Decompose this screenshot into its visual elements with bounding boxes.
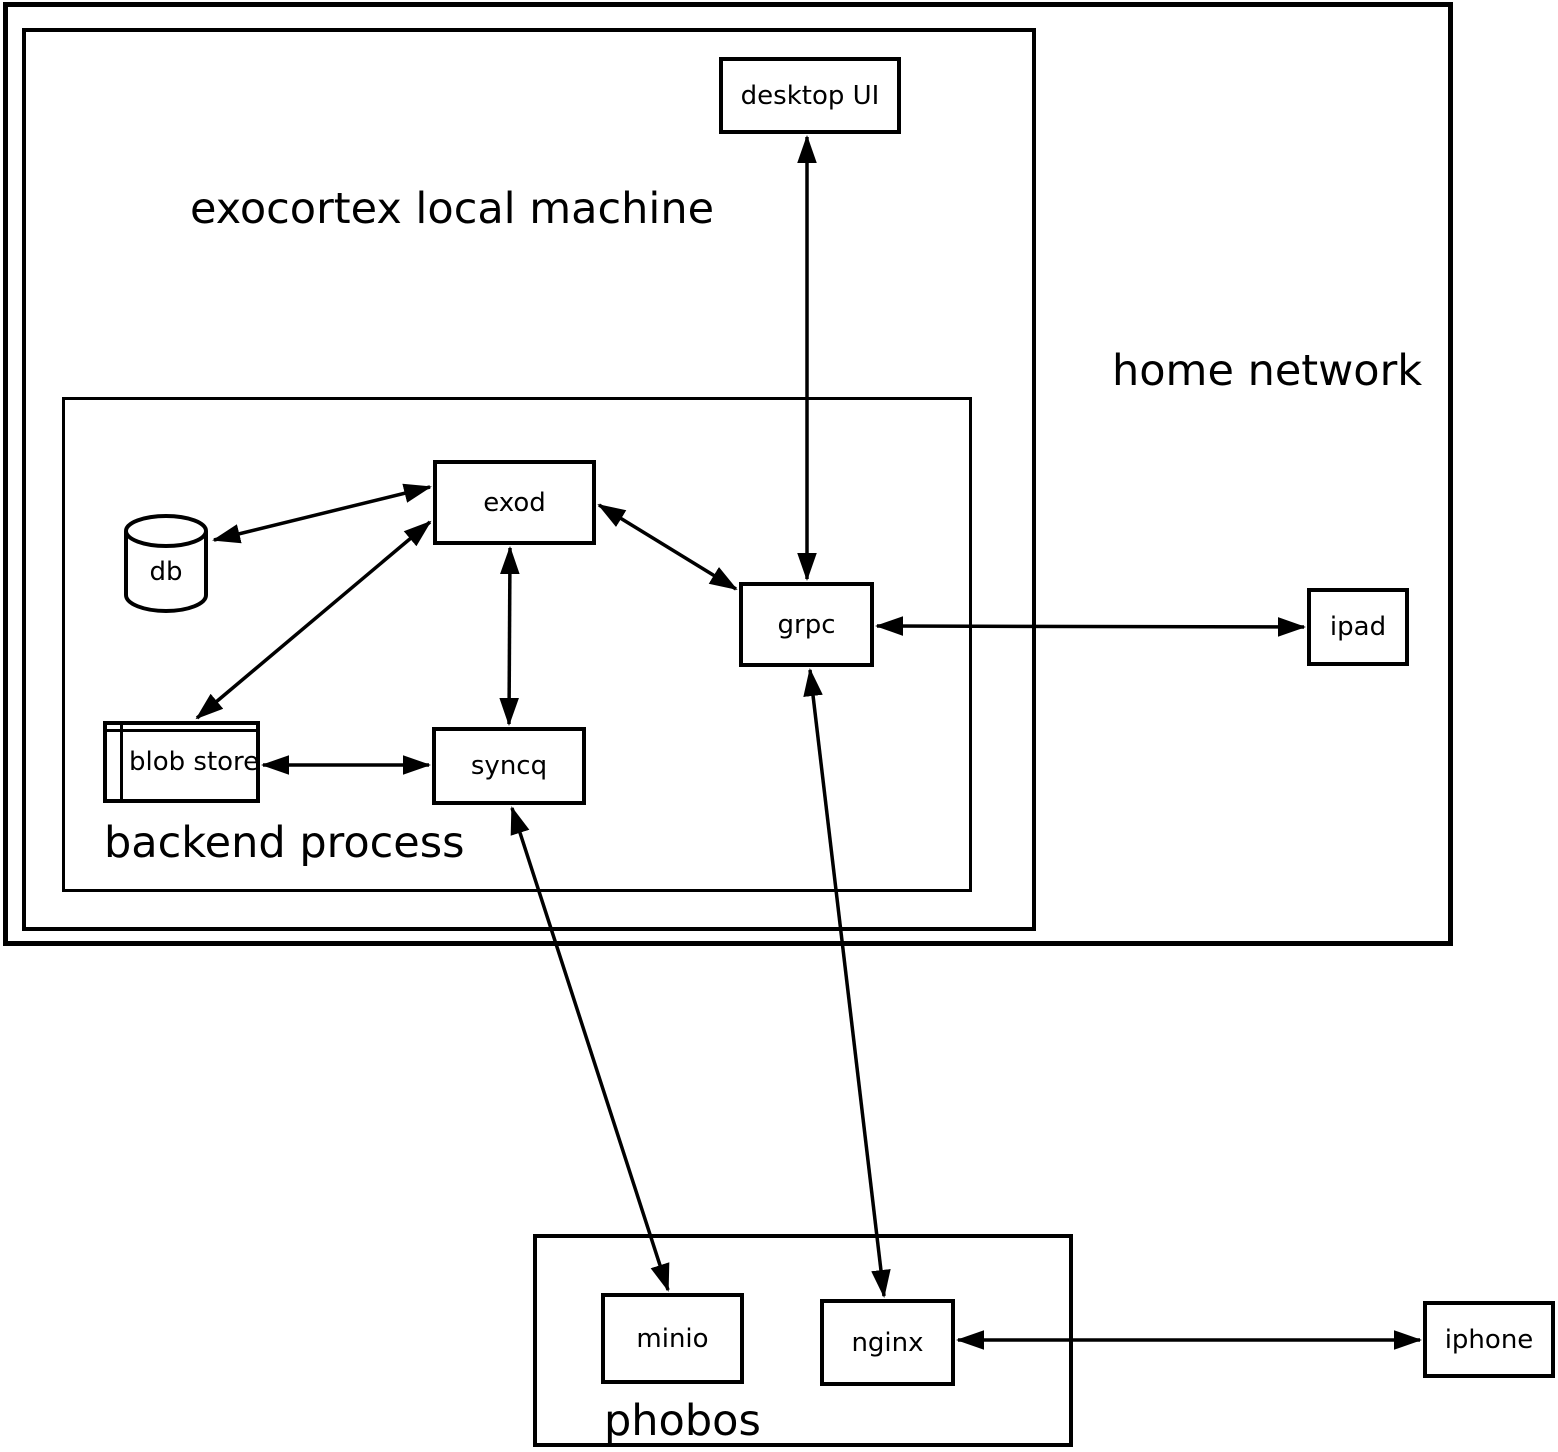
node-label-nginx: nginx — [851, 1327, 924, 1358]
node-grpc: grpc — [739, 582, 874, 667]
node-minio: minio — [601, 1293, 744, 1384]
node-label-blob-store: blob store — [129, 747, 260, 777]
node-label-iphone: iphone — [1444, 1324, 1534, 1355]
node-label-db: db — [149, 557, 183, 587]
node-exod: exod — [433, 460, 596, 545]
node-blob-store: blob store — [103, 721, 260, 803]
node-label-syncq: syncq — [470, 751, 548, 781]
node-ipad: ipad — [1307, 588, 1409, 666]
blob-store-left-rule — [120, 725, 123, 799]
node-label-ipad: ipad — [1329, 612, 1387, 642]
cluster-label-home-network: home network — [1112, 346, 1423, 396]
node-nginx: nginx — [820, 1299, 955, 1386]
node-syncq: syncq — [432, 727, 586, 805]
node-label-grpc: grpc — [777, 609, 836, 640]
node-iphone: iphone — [1423, 1301, 1555, 1378]
node-label-minio: minio — [636, 1323, 709, 1354]
node-label-exod: exod — [483, 487, 546, 518]
cluster-label-phobos: phobos — [604, 1396, 761, 1446]
cluster-label-backend-process: backend process — [104, 818, 465, 868]
blob-store-top-rule — [107, 729, 256, 732]
node-db: db — [124, 513, 208, 613]
cluster-label-exocortex: exocortex local machine — [190, 184, 715, 234]
node-label-desktop-ui: desktop UI — [740, 80, 880, 111]
cluster-home-network — [3, 2, 1453, 946]
node-desktop-ui: desktop UI — [719, 57, 901, 134]
db-cylinder-icon — [124, 514, 208, 613]
